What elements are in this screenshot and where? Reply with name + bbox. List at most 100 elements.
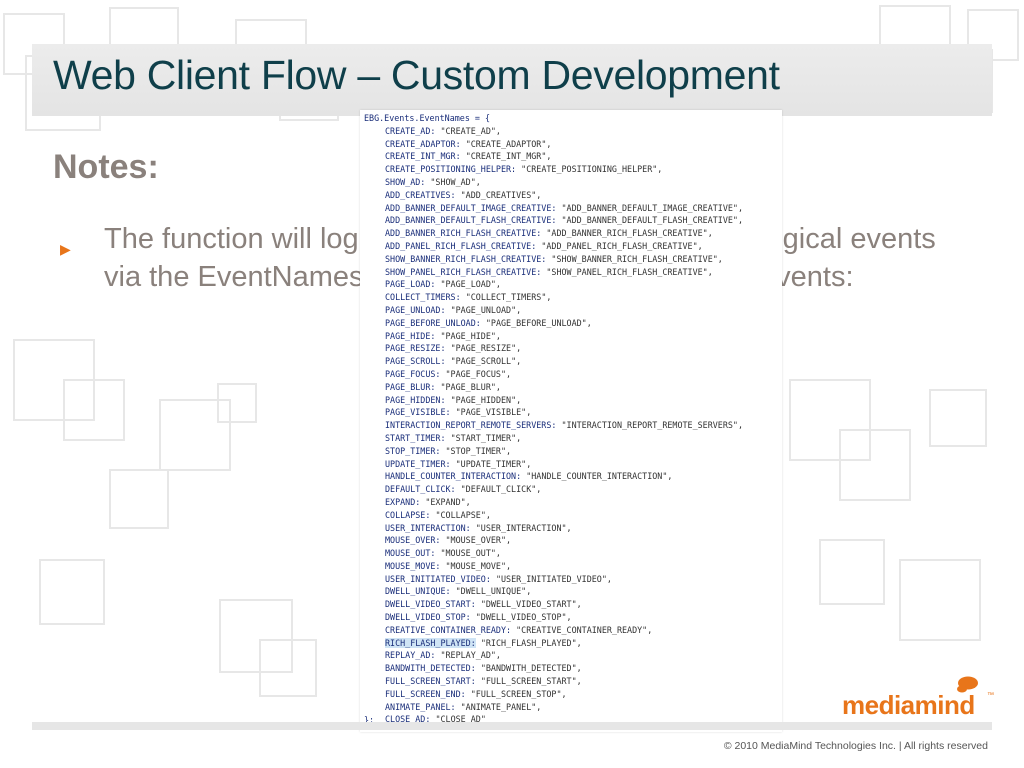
code-key: PAGE_HIDE: xyxy=(385,330,436,341)
code-line: EXPAND: "EXPAND", xyxy=(385,496,743,509)
code-line: DWELL_VIDEO_STOP: "DWELL_VIDEO_STOP", xyxy=(385,611,743,624)
code-screenshot-panel: EBG.Events.EventNames = { CREATE_AD: "CR… xyxy=(360,110,782,732)
code-value: "PAGE_UNLOAD", xyxy=(450,304,522,315)
code-line: ADD_CREATIVES: "ADD_CREATIVES", xyxy=(385,189,743,202)
code-key: FULL_SCREEN_END: xyxy=(385,688,466,699)
code-footer: }; xyxy=(364,715,375,725)
code-key: CREATE_ADAPTOR: xyxy=(385,138,461,149)
code-line: PAGE_UNLOAD: "PAGE_UNLOAD", xyxy=(385,304,743,317)
logo-wordmark: mediamind xyxy=(842,690,975,720)
code-value: "COLLECT_TIMERS", xyxy=(465,292,552,303)
code-key: COLLAPSE: xyxy=(385,509,431,520)
code-key: PAGE_SCROLL: xyxy=(385,356,446,367)
speech-bubble-icon xyxy=(957,676,978,693)
code-key: PAGE_HIDDEN: xyxy=(385,394,446,405)
code-line: MOUSE_OUT: "MOUSE_OUT", xyxy=(385,547,743,560)
code-value: "SHOW_AD", xyxy=(430,176,481,187)
code-line: SHOW_AD: "SHOW_AD", xyxy=(385,176,743,189)
code-key: ADD_BANNER_DEFAULT_FLASH_CREATIVE: xyxy=(385,215,557,226)
code-line: COLLAPSE: "COLLAPSE", xyxy=(385,509,743,522)
code-header: EBG.Events.EventNames = { xyxy=(364,113,491,123)
code-value: "CREATE_ADAPTOR", xyxy=(465,138,552,149)
code-line: CREATIVE_CONTAINER_READY: "CREATIVE_CONT… xyxy=(385,624,743,637)
code-key: CREATE_AD: xyxy=(385,125,436,136)
code-key: PAGE_VISIBLE: xyxy=(385,407,451,418)
code-line: PAGE_HIDDEN: "PAGE_HIDDEN", xyxy=(385,394,743,407)
code-line: RICH_FLASH_PLAYED: "RICH_FLASH_PLAYED", xyxy=(385,637,743,650)
code-value: "ANIMATE_PANEL", xyxy=(460,701,542,712)
triangle-bullet-icon: ▶ xyxy=(60,241,71,257)
code-value: "CREATE_AD", xyxy=(440,125,501,136)
code-line: CREATE_ADAPTOR: "CREATE_ADAPTOR", xyxy=(385,138,743,151)
code-line: BANDWITH_DETECTED: "BANDWITH_DETECTED", xyxy=(385,662,743,675)
code-key: REPLAY_AD: xyxy=(385,650,436,661)
code-value: "CREATIVE_CONTAINER_READY", xyxy=(516,624,653,635)
code-value: "EXPAND", xyxy=(425,496,471,507)
code-key: DWELL_UNIQUE: xyxy=(385,586,451,597)
code-line: SHOW_PANEL_RICH_FLASH_CREATIVE: "SHOW_PA… xyxy=(385,266,743,279)
code-key: PAGE_BLUR: xyxy=(385,381,436,392)
title-band xyxy=(32,44,992,116)
code-line: MOUSE_OVER: "MOUSE_OVER", xyxy=(385,534,743,547)
code-value: "PAGE_HIDDEN", xyxy=(450,394,522,405)
code-value: "REPLAY_AD", xyxy=(440,650,501,661)
code-line: PAGE_RESIZE: "PAGE_RESIZE", xyxy=(385,342,743,355)
code-value: "CLOSE_AD" xyxy=(435,714,486,725)
code-line: CREATE_INT_MGR: "CREATE_INT_MGR", xyxy=(385,150,743,163)
code-key: PAGE_UNLOAD: xyxy=(385,304,446,315)
code-line: UPDATE_TIMER: "UPDATE_TIMER", xyxy=(385,458,743,471)
code-value: "USER_INITIATED_VIDEO", xyxy=(495,573,612,584)
code-line: FULL_SCREEN_END: "FULL_SCREEN_STOP", xyxy=(385,688,743,701)
code-value: "UPDATE_TIMER", xyxy=(455,458,532,469)
code-key: PAGE_BEFORE_UNLOAD: xyxy=(385,317,481,328)
code-value: "DWELL_VIDEO_STOP", xyxy=(475,612,572,623)
code-key: MOUSE_OVER: xyxy=(385,535,441,546)
code-key: ADD_PANEL_RICH_FLASH_CREATIVE: xyxy=(385,240,537,251)
code-line: ADD_PANEL_RICH_FLASH_CREATIVE: "ADD_PANE… xyxy=(385,240,743,253)
code-line: ADD_BANNER_DEFAULT_FLASH_CREATIVE: "ADD_… xyxy=(385,214,743,227)
code-key: ADD_CREATIVES: xyxy=(385,189,456,200)
code-key: STOP_TIMER: xyxy=(385,445,441,456)
code-value: "PAGE_RESIZE", xyxy=(450,343,522,354)
code-line: DEFAULT_CLICK: "DEFAULT_CLICK", xyxy=(385,483,743,496)
code-key: USER_INITIATED_VIDEO: xyxy=(385,573,491,584)
code-key: DWELL_VIDEO_STOP: xyxy=(385,612,471,623)
code-value: "ADD_BANNER_DEFAULT_IMAGE_CREATIVE", xyxy=(561,202,744,213)
code-line: MOUSE_MOVE: "MOUSE_MOVE", xyxy=(385,560,743,573)
code-value: "RICH_FLASH_PLAYED", xyxy=(480,637,582,648)
code-value: "STOP_TIMER", xyxy=(445,445,512,456)
code-line: ANIMATE_PANEL: "ANIMATE_PANEL", xyxy=(385,701,743,714)
code-value: "PAGE_VISIBLE", xyxy=(455,407,532,418)
code-value: "INTERACTION_REPORT_REMOTE_SERVERS", xyxy=(561,420,744,431)
code-value: "BANDWITH_DETECTED", xyxy=(480,663,582,674)
code-value: "PAGE_BEFORE_UNLOAD", xyxy=(485,317,592,328)
code-key: CREATE_INT_MGR: xyxy=(385,151,461,162)
code-key: PAGE_FOCUS: xyxy=(385,368,441,379)
code-value: "FULL_SCREEN_START", xyxy=(480,676,582,687)
code-value: "ADD_PANEL_RICH_FLASH_CREATIVE", xyxy=(541,240,703,251)
code-line: USER_INTERACTION: "USER_INTERACTION", xyxy=(385,522,743,535)
code-value: "PAGE_HIDE", xyxy=(440,330,501,341)
code-key: EXPAND: xyxy=(385,496,421,507)
code-value: "ADD_BANNER_DEFAULT_FLASH_CREATIVE", xyxy=(561,215,744,226)
code-value: "SHOW_PANEL_RICH_FLASH_CREATIVE", xyxy=(546,266,713,277)
code-key: ADD_BANNER_DEFAULT_IMAGE_CREATIVE: xyxy=(385,202,557,213)
code-line: PAGE_FOCUS: "PAGE_FOCUS", xyxy=(385,368,743,381)
code-key: ANIMATE_PANEL: xyxy=(385,701,456,712)
code-line: CREATE_AD: "CREATE_AD", xyxy=(385,125,743,138)
code-value: "START_TIMER", xyxy=(450,432,522,443)
code-value: "DWELL_VIDEO_START", xyxy=(480,599,582,610)
code-key: SHOW_BANNER_RICH_FLASH_CREATIVE: xyxy=(385,253,547,264)
footer-band xyxy=(32,722,992,730)
code-line: PAGE_HIDE: "PAGE_HIDE", xyxy=(385,330,743,343)
code-key: USER_INTERACTION: xyxy=(385,522,471,533)
code-key: SHOW_PANEL_RICH_FLASH_CREATIVE: xyxy=(385,266,542,277)
slide-title: Web Client Flow – Custom Development xyxy=(53,52,780,98)
code-line: PAGE_BLUR: "PAGE_BLUR", xyxy=(385,381,743,394)
code-key: MOUSE_MOVE: xyxy=(385,560,441,571)
code-line: PAGE_BEFORE_UNLOAD: "PAGE_BEFORE_UNLOAD"… xyxy=(385,317,743,330)
code-key: BANDWITH_DETECTED: xyxy=(385,663,476,674)
code-line: PAGE_SCROLL: "PAGE_SCROLL", xyxy=(385,355,743,368)
code-value: "SHOW_BANNER_RICH_FLASH_CREATIVE", xyxy=(551,253,723,264)
code-key: COLLECT_TIMERS: xyxy=(385,292,461,303)
